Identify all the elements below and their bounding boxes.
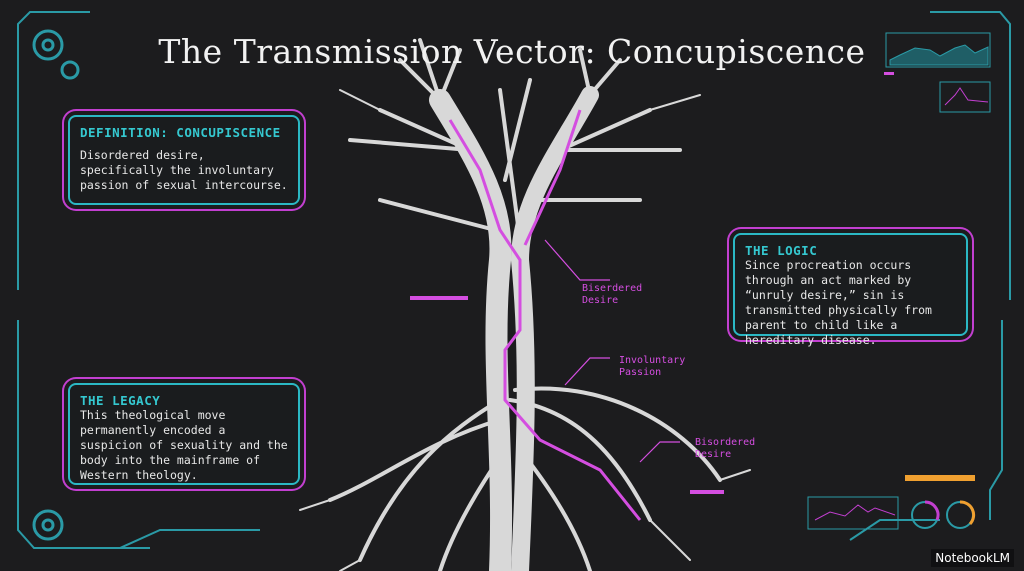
legacy-card: THE LEGACY This theological move permane…: [68, 383, 300, 485]
notebooklm-brand: NotebookLM: [931, 549, 1014, 567]
logic-heading: THE LOGIC: [745, 243, 818, 258]
dashboard-widget-bottom: [807, 475, 976, 530]
legacy-heading: THE LEGACY: [80, 393, 161, 408]
tree-illustration: [299, 38, 751, 571]
legacy-body: This theological move permanently encode…: [80, 408, 288, 482]
dashboard-widget-top: [885, 32, 991, 113]
label-involuntary-passion: Involuntary Passion: [619, 355, 686, 378]
logic-body: Since procreation occurs through an act …: [745, 258, 932, 347]
circuit-path: [448, 109, 642, 521]
definition-heading: DEFINITION: CONCUPISCENCE: [80, 125, 281, 140]
label-bottom-desire: Bisordered Desire: [695, 437, 756, 460]
label-leader-lines: [544, 239, 680, 463]
gear-icon: [32, 29, 80, 541]
definition-body: Disordered desire, specifically the invo…: [80, 148, 288, 192]
page-title: The Transmission Vector: Concupiscence: [158, 32, 866, 71]
label-top-desire: Biserdered Desire: [582, 283, 643, 306]
logic-card: THE LOGIC Since procreation occurs throu…: [733, 233, 968, 347]
definition-card: DEFINITION: CONCUPISCENCE Disordered des…: [68, 115, 300, 205]
